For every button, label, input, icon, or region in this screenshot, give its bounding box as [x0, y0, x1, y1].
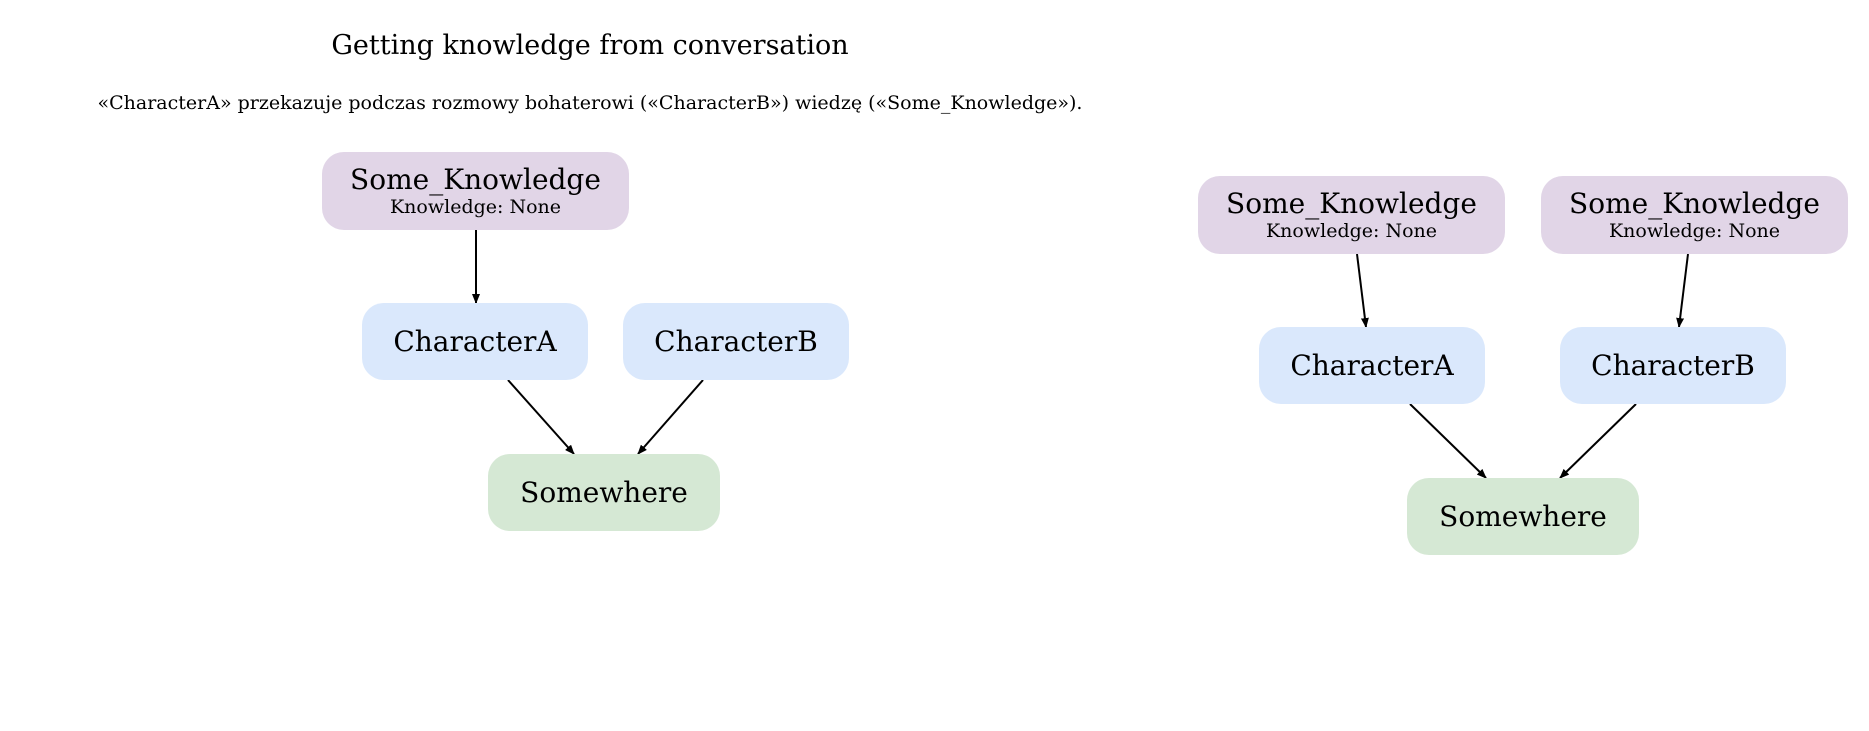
- left-character-b-node: CharacterB: [623, 303, 849, 380]
- right-knowledge-b-attribute: Knowledge: None: [1608, 220, 1780, 242]
- right-character-b-label: CharacterB: [1591, 348, 1755, 382]
- edge-right-character-b-to-place: [1559, 403, 1637, 479]
- left-knowledge-node: Some_Knowledge Knowledge: None: [322, 152, 629, 230]
- right-place-label: Somewhere: [1439, 499, 1607, 533]
- right-knowledge-a-label: Some_Knowledge: [1226, 187, 1477, 220]
- left-place-label: Somewhere: [520, 475, 688, 509]
- right-knowledge-a-node: Some_Knowledge Knowledge: None: [1198, 176, 1505, 254]
- diagram-title: Getting knowledge from conversation: [331, 30, 849, 61]
- edge-right-character-a-to-place: [1409, 403, 1487, 479]
- edge-left-character-a-to-place: [507, 379, 575, 455]
- left-character-a-node: CharacterA: [362, 303, 588, 380]
- diagram-description: «CharacterA» przekazuje podczas rozmowy …: [97, 92, 1083, 114]
- right-knowledge-b-node: Some_Knowledge Knowledge: None: [1541, 176, 1848, 254]
- edge-right-knowledge-b-to-character-b: [1676, 253, 1689, 328]
- right-knowledge-b-label: Some_Knowledge: [1569, 187, 1820, 220]
- left-knowledge-label: Some_Knowledge: [350, 163, 601, 196]
- right-character-a-node: CharacterA: [1259, 327, 1485, 404]
- right-place-node: Somewhere: [1407, 478, 1639, 555]
- left-place-node: Somewhere: [488, 454, 720, 531]
- right-knowledge-a-attribute: Knowledge: None: [1265, 220, 1437, 242]
- left-knowledge-attribute: Knowledge: None: [389, 196, 561, 218]
- right-character-b-node: CharacterB: [1560, 327, 1786, 404]
- edge-right-knowledge-a-to-character-a: [1356, 253, 1369, 328]
- left-character-b-label: CharacterB: [654, 324, 818, 358]
- left-character-a-label: CharacterA: [393, 324, 557, 358]
- right-character-a-label: CharacterA: [1290, 348, 1454, 382]
- edge-left-character-b-to-place: [637, 379, 704, 455]
